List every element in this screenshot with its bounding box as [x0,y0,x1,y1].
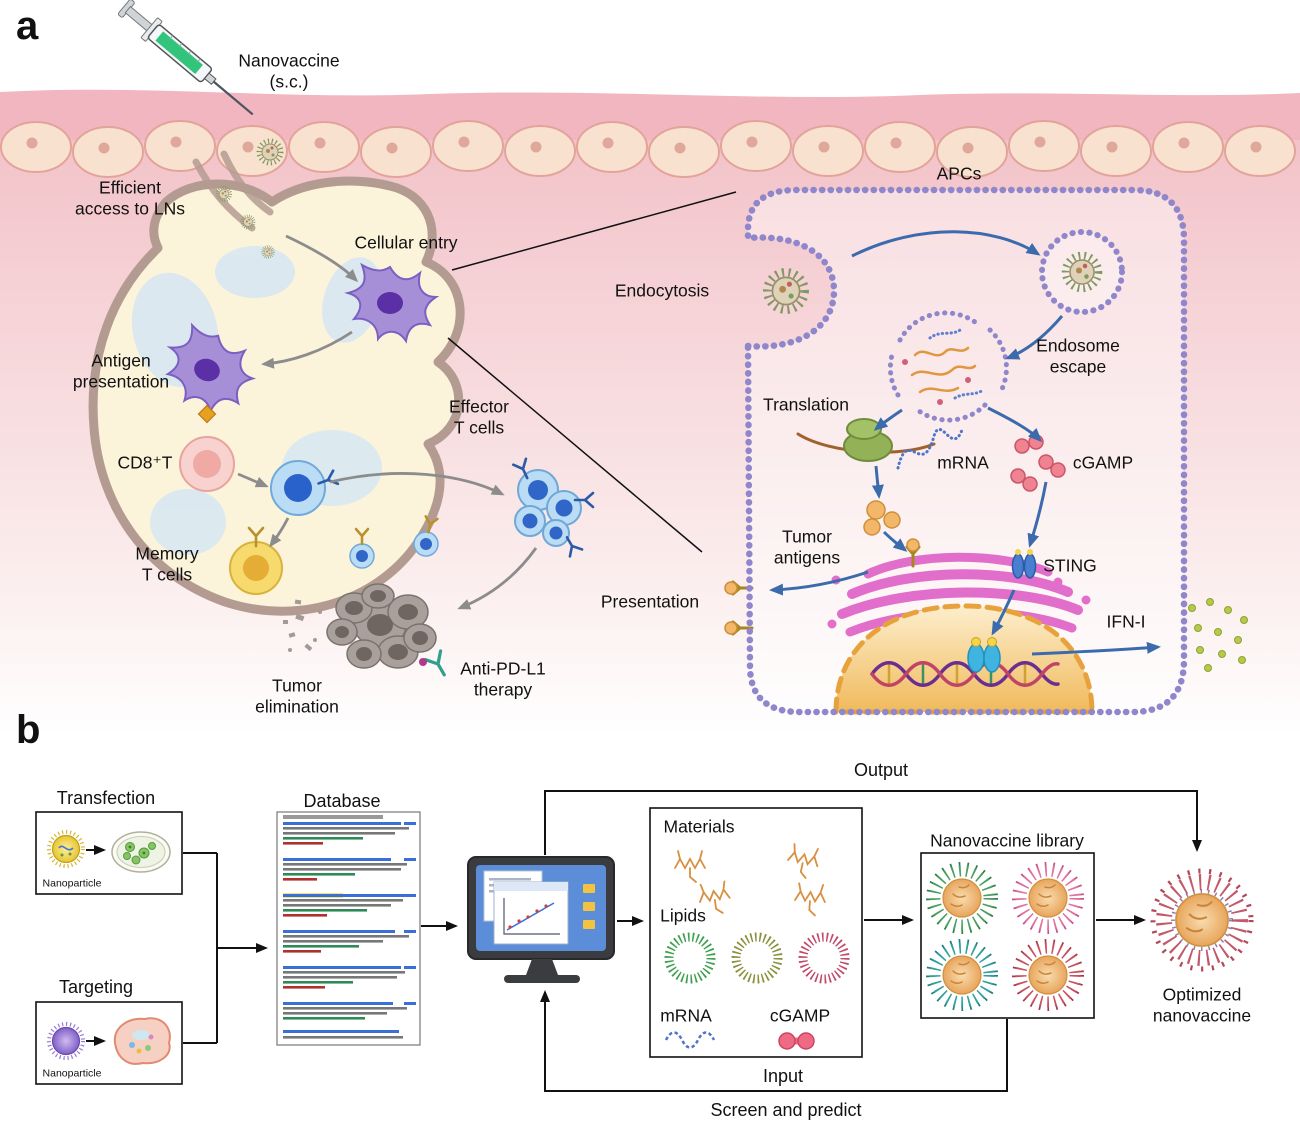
sting-golgi-icon [1011,549,1037,579]
label-output: Output [853,760,909,781]
materials-box [649,807,863,1058]
label-nanoparticle-transfection: Nanoparticle [42,877,102,890]
ruptured-endosome-icon [887,310,1009,423]
apc-membrane-shape [744,186,1188,716]
library-particle-1 [926,862,998,934]
label-antigen-presentation: Antigen presentation [72,350,170,392]
node-flow-arrows [237,234,538,610]
dna-helix-icon [870,661,1060,687]
label-lipids: Lipids [660,905,706,926]
lipid-ring-olive-icon [731,932,783,984]
label-efficient-access: Efficient access to LNs [75,177,185,219]
ifn-dots-icon [1188,598,1248,672]
antigen-diamond-icon [197,404,217,424]
purple-nanoparticle-icon [47,1022,85,1060]
syringe-icon [117,0,254,116]
sting-nucleus-icon [967,637,1001,673]
label-effector-t-cells: Effector T cells [449,396,509,438]
mrna-squiggle-icon [664,1031,716,1049]
pdl1-dot-icon [419,658,427,666]
mrna-strand-icon [896,427,964,470]
database-doc [276,811,421,1046]
apc-cytoplasm [748,190,1184,712]
computer-icon [467,856,615,983]
label-materials: Materials [663,816,735,837]
helper-tcell-icon [270,460,340,516]
endosome-icon [1039,229,1125,315]
panel-b-letter: b [16,708,41,752]
label-mrna-b: mRNA [660,1005,712,1026]
label-tumor-antigens: Tumor antigens [773,526,841,568]
label-cd8-t: CD8⁺T [117,452,173,473]
library-box [920,852,1095,1019]
ribosome-icon [796,418,936,462]
label-apcs: APCs [936,163,982,184]
output-line [544,790,1202,855]
database-content-lines [283,815,416,1039]
input-line [540,990,1008,1092]
tumor-mass-icon [283,583,454,681]
label-nanoparticle-targeting: Nanoparticle [42,1067,102,1080]
label-cgamp-b: cGAMP [769,1005,831,1026]
label-nanovaccine-library: Nanovaccine library [930,830,1084,851]
cgamp-dumbbell-icon [778,1032,815,1050]
memory-tcell-icon [229,526,283,595]
label-screen-and-predict: Screen and predict [710,1100,862,1121]
library-particle-4 [1012,939,1084,1011]
library-particle-2 [1012,862,1084,934]
tumor-debris-icon [283,599,322,652]
lipid-ring-red-icon [798,932,850,984]
label-transfection: Transfection [56,788,156,809]
label-cellular-entry: Cellular entry [354,232,458,253]
zoom-lines [447,191,737,553]
cgamp-molecules-icon [1010,434,1066,492]
label-database: Database [303,791,381,812]
label-presentation: Presentation [600,591,700,612]
lipid-ring-green-icon [664,932,716,984]
tumor-antigen-blobs-icon [863,500,901,536]
label-anti-pd-l1: Anti-PD-L1 therapy [460,658,546,700]
label-input: Input [762,1066,804,1087]
label-ifn-i: IFN-I [1106,611,1146,632]
effector-tcell-cluster-icon [511,457,595,558]
panel-a-letter: a [16,4,39,48]
target-cell-icon [113,1017,171,1065]
optimized-nanovaccine-icon [1150,868,1254,972]
nucleus-icon [833,603,1095,715]
apc-arrows [769,230,1161,656]
library-particle-3 [926,939,998,1011]
label-cgamp: cGAMP [1072,452,1134,473]
label-optimized-nanovaccine: Optimized nanovaccine [1152,984,1252,1026]
petri-dish-icon [111,831,171,873]
label-memory-t-cells: Memory T cells [135,543,199,585]
yellow-nanoparticle-icon [47,830,85,868]
flow-arrows [86,790,1202,1092]
label-endocytosis: Endocytosis [614,280,710,301]
label-endosome-escape: Endosome escape [1036,335,1120,377]
label-sting: STING [1043,555,1097,576]
label-targeting: Targeting [58,977,134,998]
label-nanovaccine-sc: Nanovaccine (s.c.) [238,50,340,92]
cd8-tcell-icon [179,436,235,492]
label-translation: Translation [763,394,849,415]
label-mrna: mRNA [937,452,989,473]
label-tumor-elimination: Tumor elimination [255,675,339,717]
